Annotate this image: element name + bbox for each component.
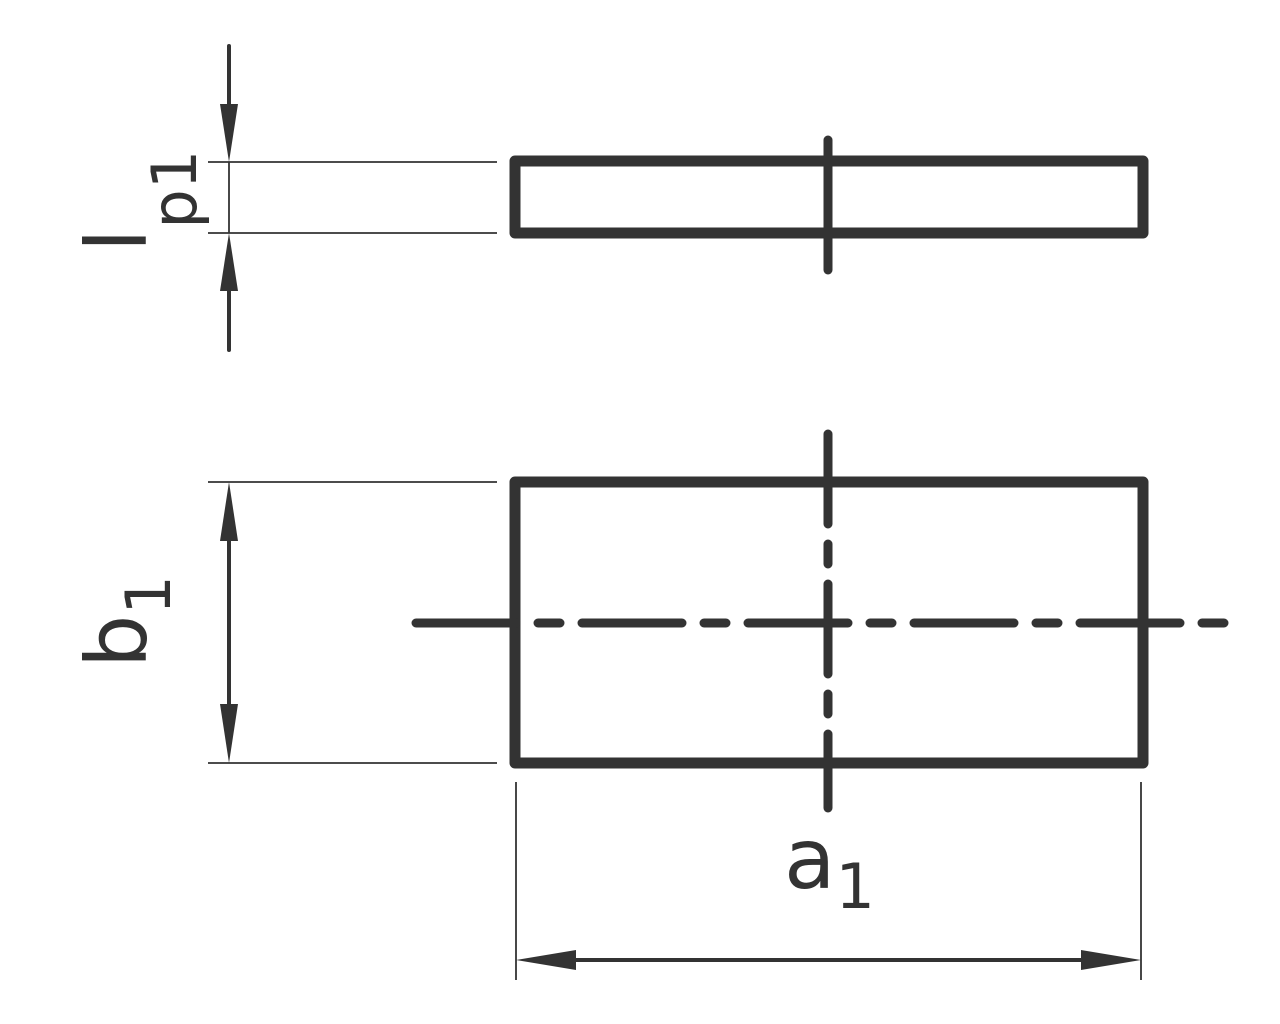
width-label-main: b: [68, 615, 166, 668]
length-dimension: [516, 950, 1141, 970]
thickness-label-main: l: [68, 229, 166, 252]
thickness-dimension: [220, 44, 238, 352]
width-dimension: [220, 482, 238, 763]
length-arrow-right: [1081, 950, 1141, 970]
plate-side-view: [509, 135, 1149, 275]
width-arrow-down: [220, 704, 238, 763]
thickness-arrow-down: [220, 104, 238, 162]
length-label-sub: 1: [835, 850, 874, 923]
thickness-label-sub: p1: [138, 150, 211, 229]
plate-top-view: [411, 429, 1251, 813]
length-label-main: a: [784, 810, 835, 908]
thickness-label: lp1: [68, 150, 211, 252]
width-label-sub: 1: [112, 575, 185, 614]
length-label: a1: [784, 810, 875, 923]
length-arrow-left: [516, 950, 576, 970]
width-arrow-up: [220, 482, 238, 541]
thickness-arrow-up: [220, 233, 238, 291]
width-label: b1: [68, 575, 185, 668]
